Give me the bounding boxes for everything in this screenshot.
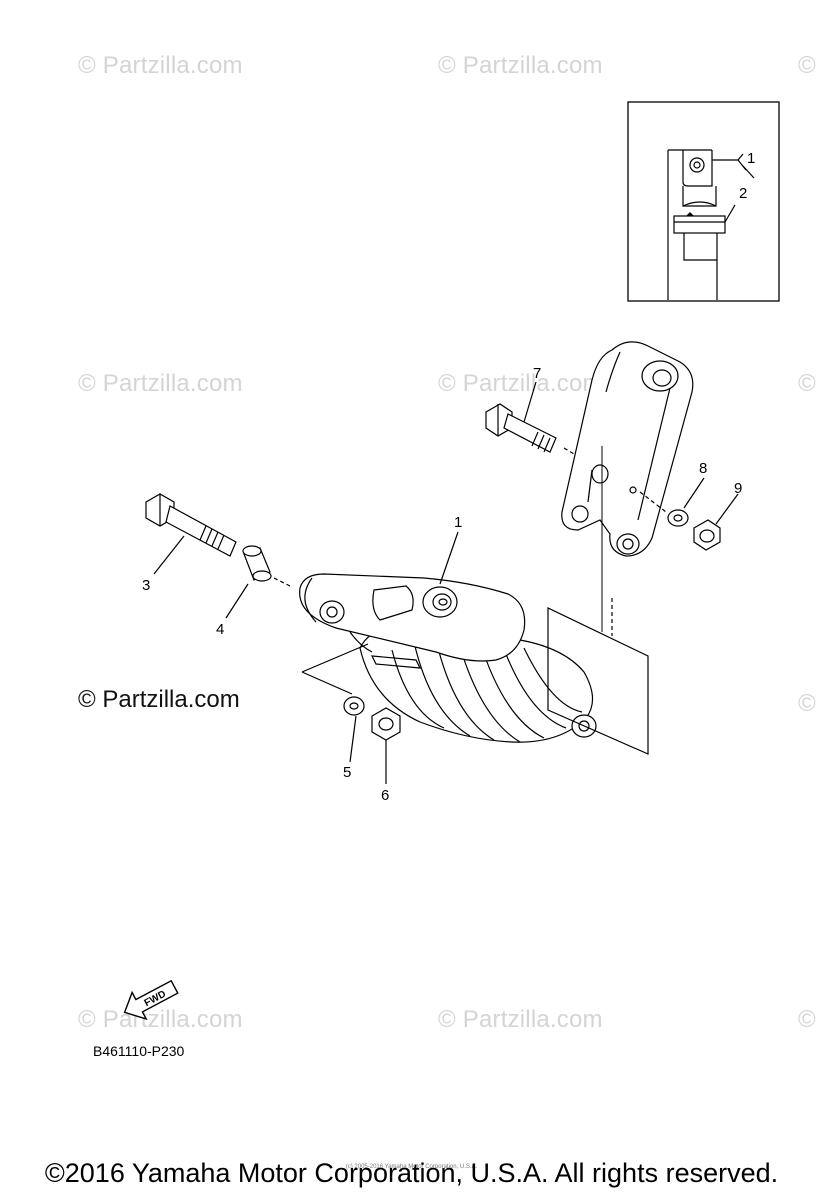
bolt-part-3 (145, 493, 237, 557)
washer-part-5 (343, 696, 365, 716)
callout-5: 5 (343, 764, 351, 781)
callout-9: 9 (734, 480, 742, 497)
inset-callout-2: 2 (739, 185, 747, 202)
watermark: © Partzilla.com (438, 52, 603, 79)
collar-part-4 (242, 545, 291, 587)
callout-1: 1 (454, 514, 462, 531)
relay-arm (561, 341, 694, 557)
callout-3: 3 (142, 577, 150, 594)
footer-small-print: (c) 2005-2016 Yamaha Motor Corporation, … (345, 1164, 478, 1170)
footer-copyright: ©2016 Yamaha Motor Corporation, U.S.A. A… (44, 1158, 779, 1188)
assembly-reference-lines (301, 446, 649, 755)
watermark-edge: © (798, 690, 816, 717)
watermark: © Partzilla.com (78, 1006, 243, 1033)
diagram-code: B461110-P230 (93, 1043, 185, 1059)
watermark-edge: © (798, 52, 816, 79)
watermark: © Partzilla.com (78, 370, 243, 397)
callout-4: 4 (216, 621, 224, 638)
fwd-label: FWD (143, 989, 168, 1009)
callout-7: 7 (533, 365, 541, 382)
inset-detail: 1 2 (627, 101, 780, 302)
callout-6: 6 (381, 787, 389, 804)
watermark: © Partzilla.com (438, 370, 603, 397)
bolt-part-7 (485, 403, 575, 455)
nut-part-9 (693, 519, 721, 551)
watermark: © Partzilla.com (78, 52, 243, 79)
callout-leaders (153, 381, 739, 784)
nut-part-6 (371, 707, 401, 741)
watermark-edge: © (798, 370, 816, 397)
watermark-edge: © (798, 1006, 816, 1033)
inset-callout-1: 1 (747, 150, 755, 167)
rear-shock-absorber-part-1 (299, 573, 597, 743)
watermark: © Partzilla.com (438, 1006, 603, 1033)
forward-direction-arrow: FWD (123, 979, 179, 1021)
partzilla-watermark: © Partzilla.com (78, 686, 240, 713)
washer-part-8 (667, 509, 689, 527)
callout-8: 8 (699, 460, 707, 477)
